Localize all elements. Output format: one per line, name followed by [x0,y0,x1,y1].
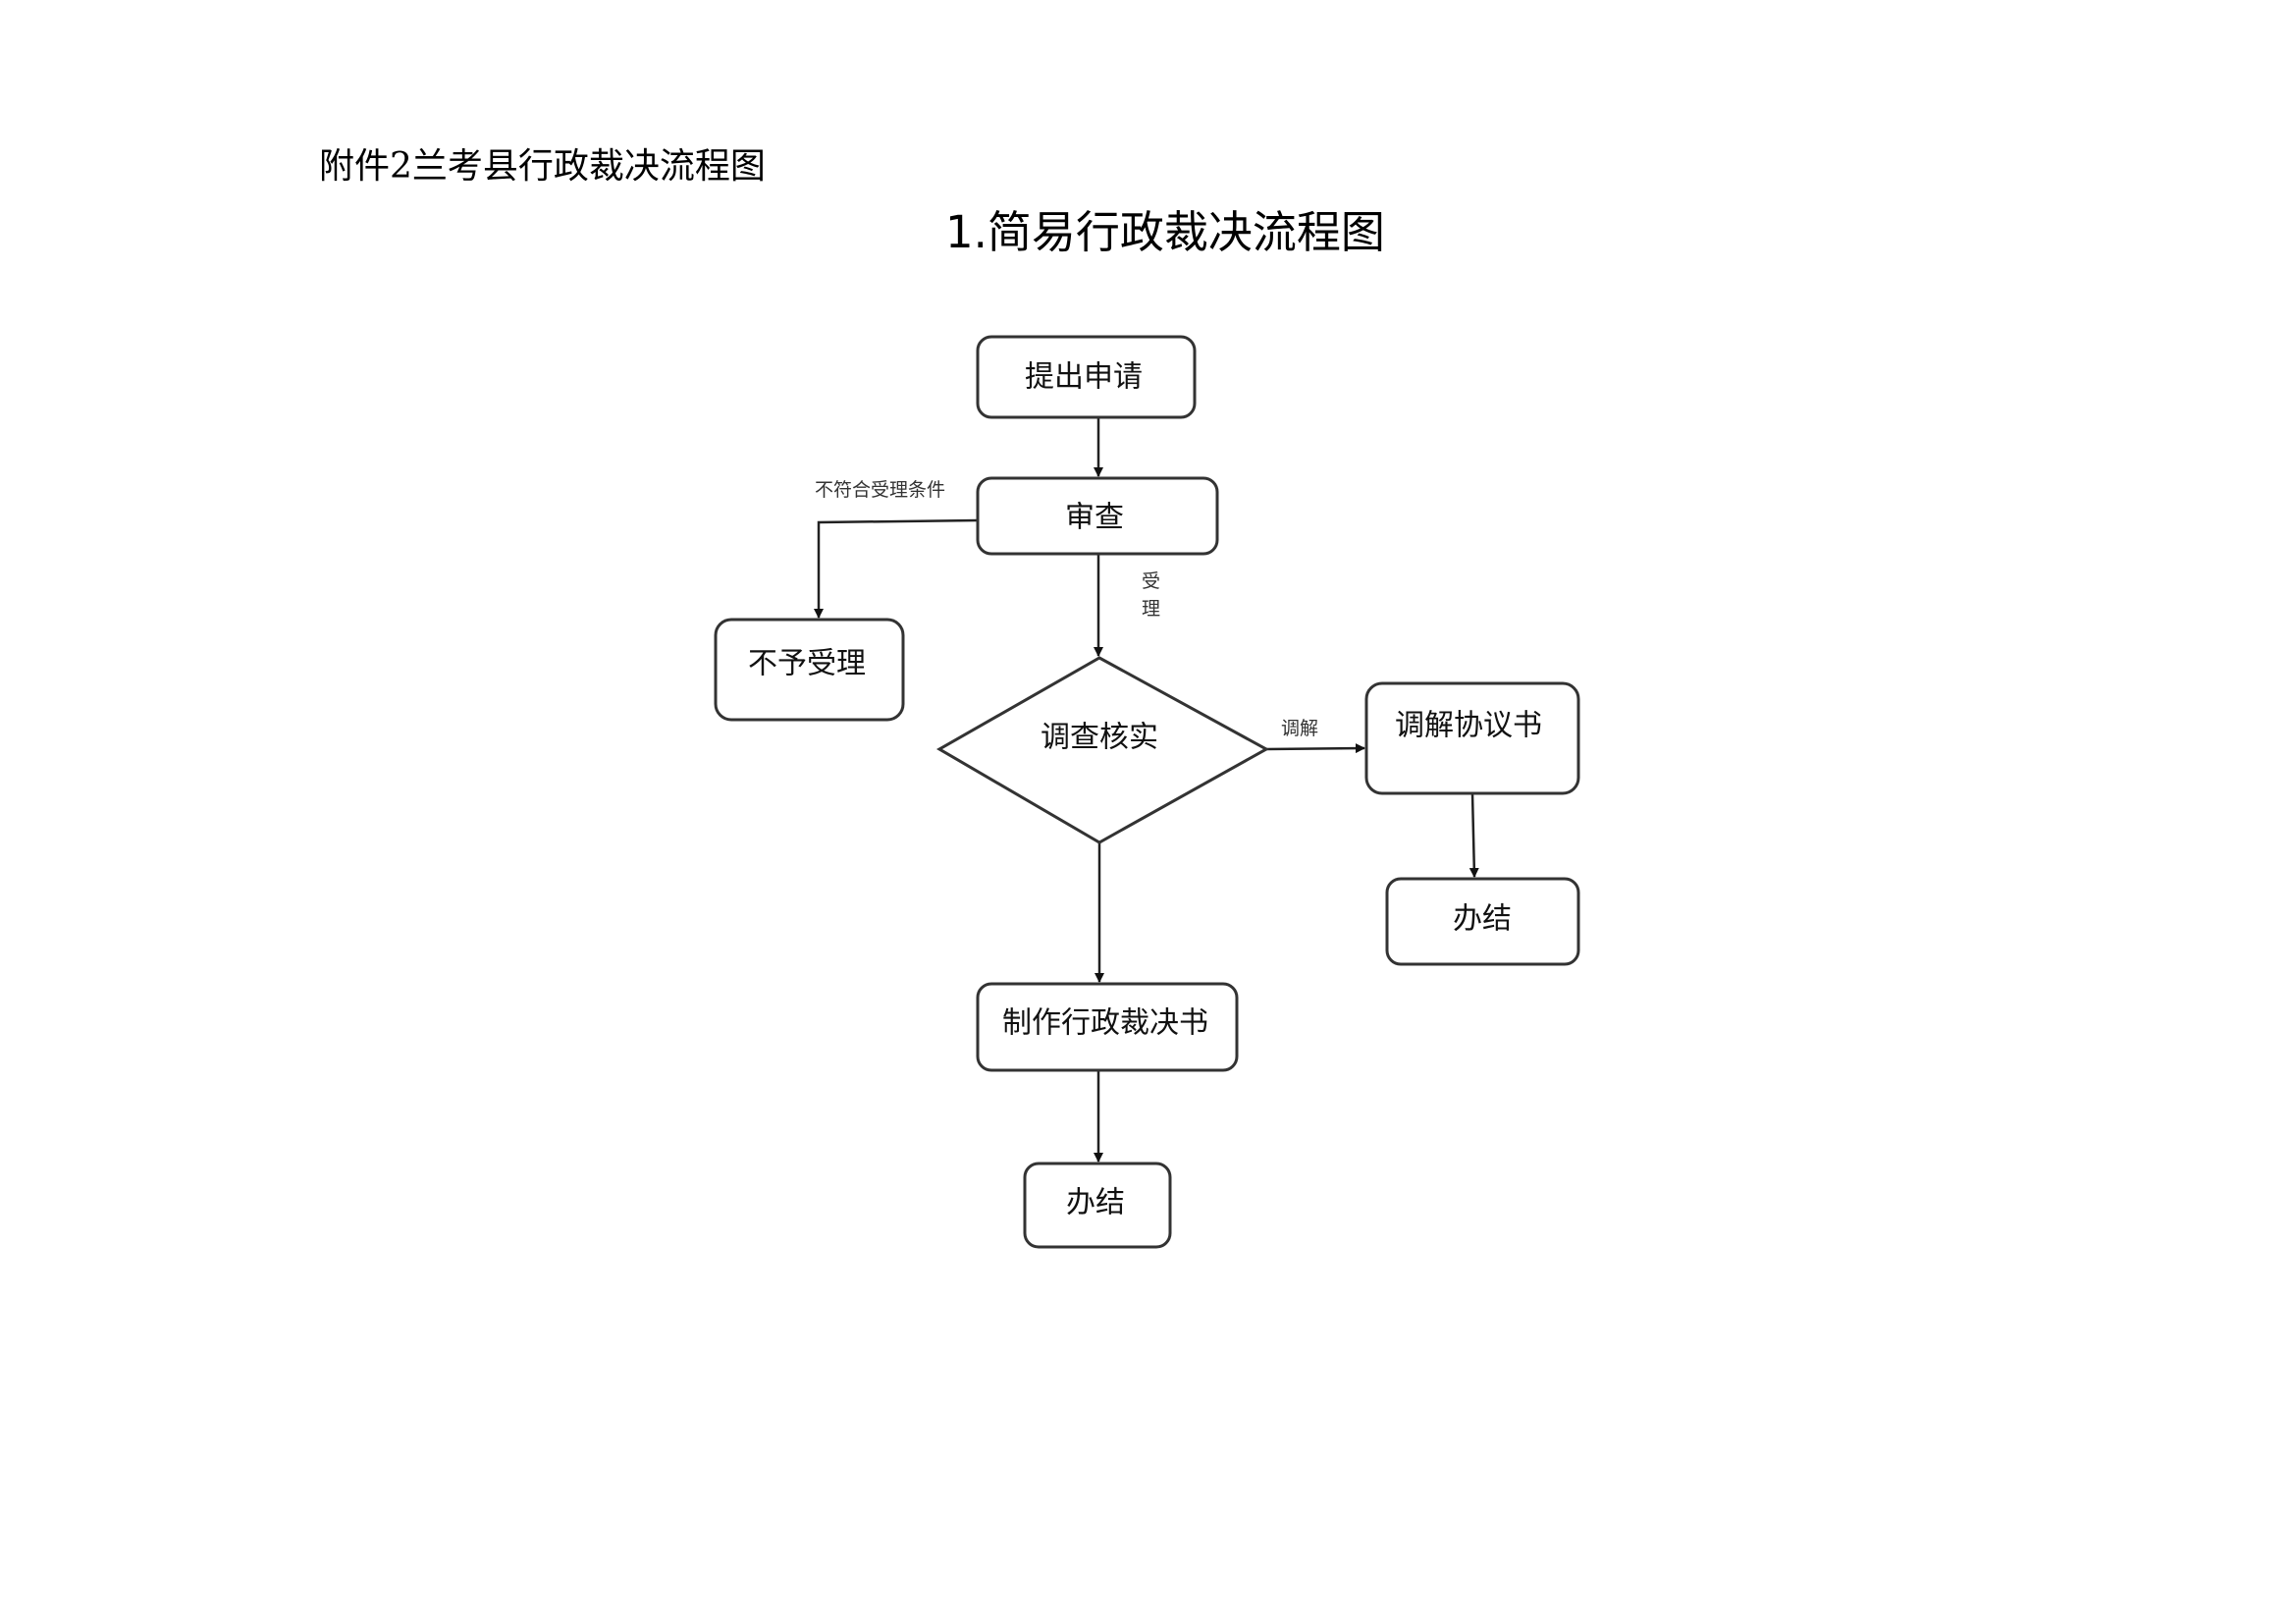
label-mediate: 调解 [1281,718,1318,739]
node-mediation-agreement: 调解协议书 [1364,681,1580,795]
node-review: 审查 [976,476,1219,556]
node-reject: 不予受理 [714,618,905,722]
label-not-eligible: 不符合受理条件 [815,479,945,501]
arrow-investigate-mediation [1265,743,1365,754]
node-mediation-agreement-label: 调解协议书 [1395,709,1542,743]
arrow-review-reject [814,518,979,619]
arrow-mediation-close [1468,792,1479,878]
node-apply: 提出申请 [976,335,1197,419]
document-header: 附件2兰考县行政裁决流程图 [319,146,766,187]
node-investigate: 调查核实 [935,656,1270,844]
node-decision-label: 制作行政裁决书 [1002,1006,1208,1041]
page-title: 1.简易行政裁决流程图 [945,206,1385,258]
node-investigate-label: 调查核实 [1041,721,1158,755]
node-close-decision: 办结 [1023,1162,1172,1249]
node-apply-label: 提出申请 [1025,360,1143,395]
node-review-label: 审查 [1065,501,1124,535]
node-reject-label: 不予受理 [748,647,866,681]
node-close-mediation: 办结 [1385,877,1580,966]
node-close-mediation-label: 办结 [1453,902,1512,937]
node-decision: 制作行政裁决书 [976,982,1239,1072]
label-accept-1: 受 [1142,570,1160,592]
node-close-decision-label: 办结 [1066,1186,1125,1220]
label-accept-2: 理 [1142,598,1160,620]
